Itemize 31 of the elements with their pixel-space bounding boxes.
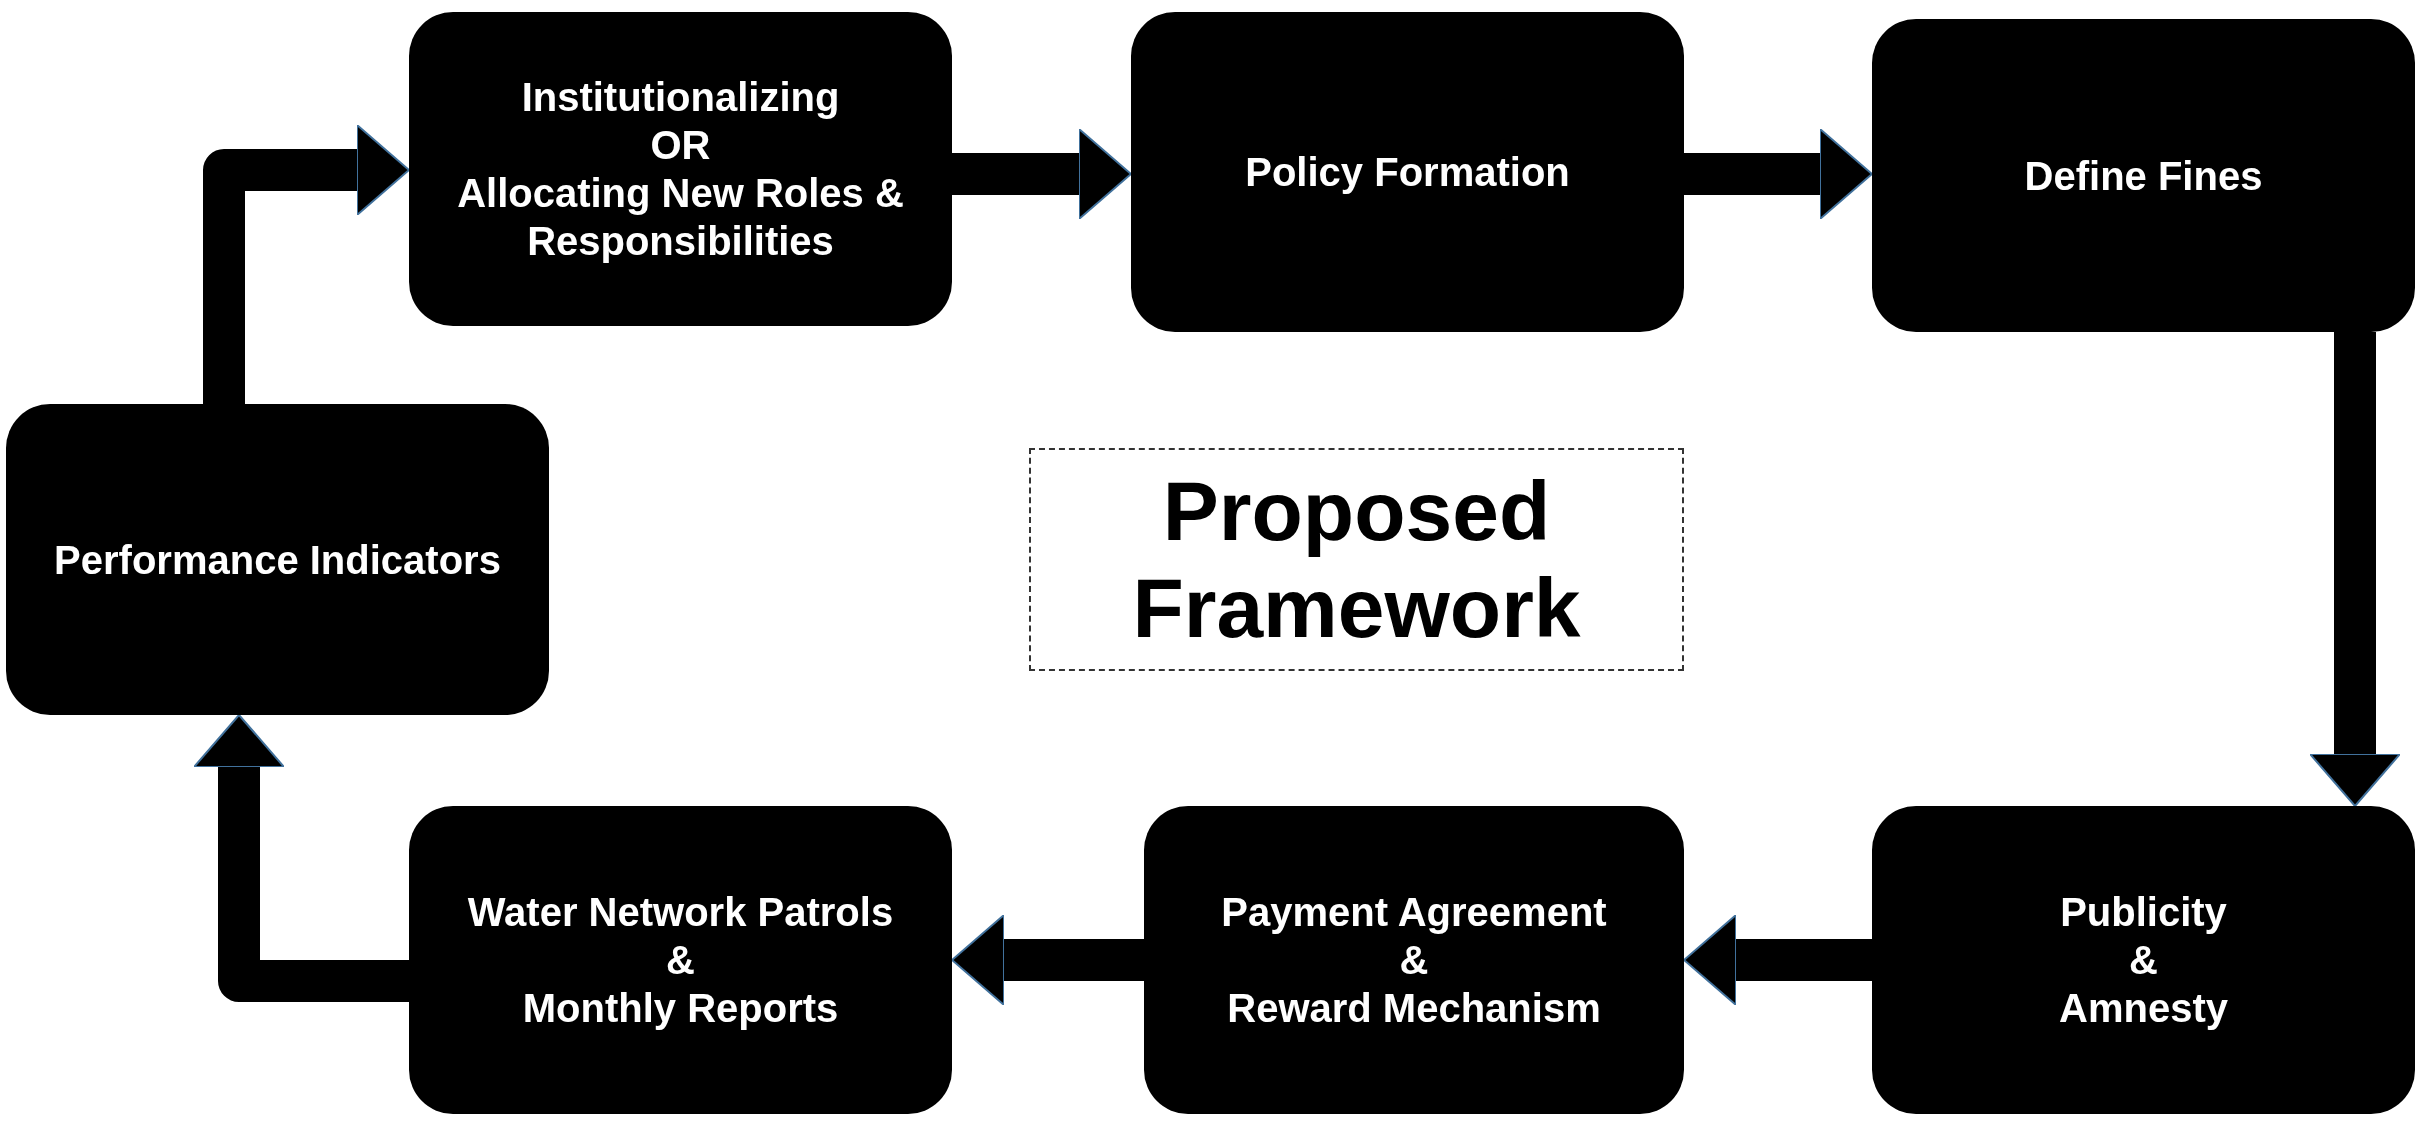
- framework-label: Proposed Framework: [1131, 462, 1582, 657]
- block-arrow: [1683, 914, 1872, 1006]
- block-arrow: [193, 714, 409, 1002]
- step-text: Allocating New Roles & Responsibilities: [456, 170, 905, 265]
- process-box: [409, 12, 952, 326]
- process-box: [1872, 806, 2415, 1114]
- step-text: Reward Mechanism: [1227, 985, 1601, 1032]
- step-text: &: [666, 937, 695, 984]
- step-text: Define Fines: [2024, 152, 2263, 200]
- block-arrow: [952, 128, 1132, 220]
- step-text: &: [2129, 937, 2158, 984]
- block-arrow: [951, 914, 1144, 1006]
- block-arrow: [203, 124, 410, 404]
- process-box: [409, 806, 952, 1114]
- step-text: Payment Agreement: [1221, 889, 1607, 936]
- step-text: Amnesty: [2059, 985, 2228, 1032]
- step-text: Monthly Reports: [522, 985, 839, 1032]
- step-text: Performance Indicators: [54, 536, 501, 584]
- step-text: Policy Formation: [1245, 149, 1570, 196]
- process-box: [1872, 19, 2415, 332]
- process-box: [1131, 12, 1684, 332]
- step-text: Institutionalizing: [521, 74, 840, 121]
- process-box: [1144, 806, 1684, 1114]
- step-text: OR: [650, 122, 711, 169]
- step-text: &: [1399, 937, 1429, 984]
- process-box: [6, 404, 549, 715]
- step-text: Water Network Patrols: [467, 889, 894, 936]
- block-arrow: [1684, 128, 1873, 220]
- block-arrow: [2309, 332, 2401, 807]
- step-text: Publicity: [2060, 889, 2227, 936]
- dashed-box: [1029, 448, 1684, 671]
